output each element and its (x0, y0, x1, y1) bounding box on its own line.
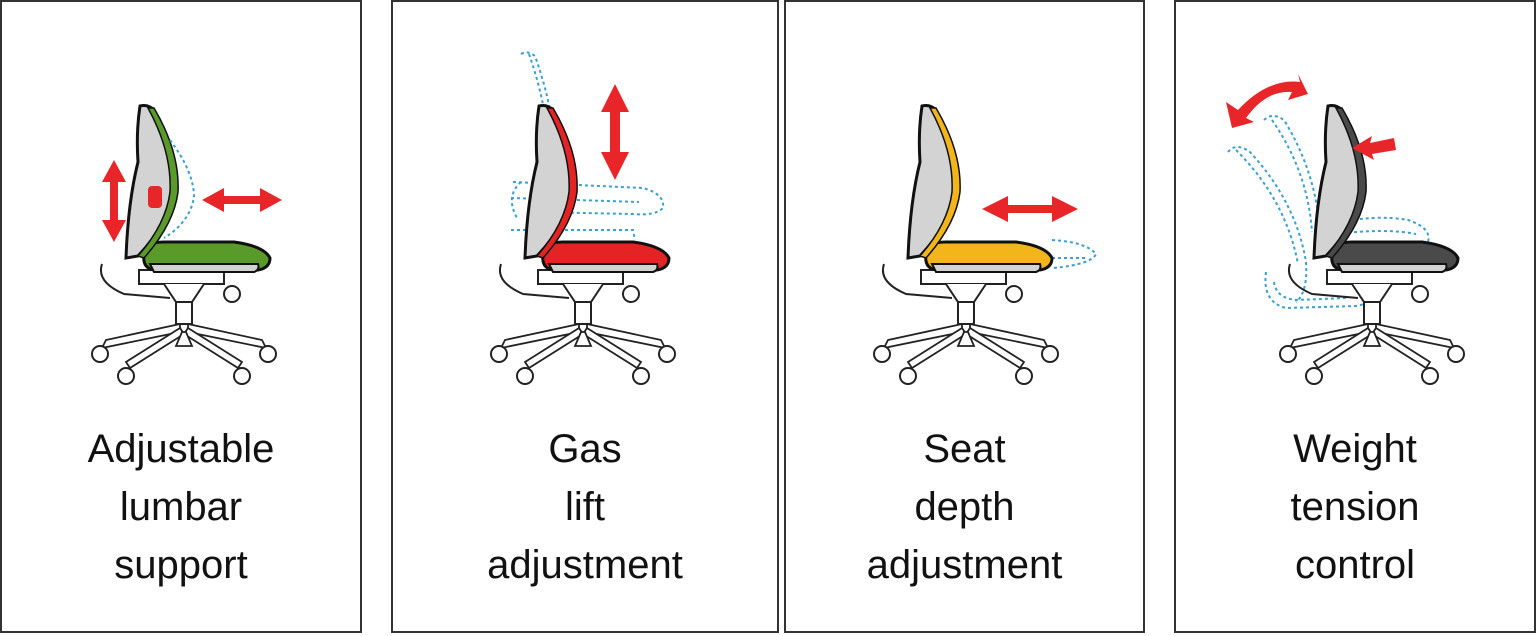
chair-icon (1226, 74, 1465, 385)
caption-line: support (114, 543, 248, 587)
horizontal-double-arrow-icon (202, 188, 282, 212)
caption-line: lumbar (119, 485, 243, 529)
panel-gas-lift-adjustment: Gas lift adjustment (391, 0, 779, 633)
caption-line: adjustment (866, 543, 1063, 587)
vertical-double-arrow-icon (102, 160, 126, 242)
caption-line: lift (565, 485, 605, 529)
left-arrow-icon (1352, 136, 1396, 160)
caption-line: Adjustable (87, 427, 275, 471)
caption-line: depth (914, 485, 1015, 529)
panel-adjustable-lumbar-support: Adjustable lumbar support (0, 0, 362, 633)
caption-line: tension (1290, 485, 1420, 529)
chair-icon (490, 51, 676, 385)
caption: Adjustable lumbar support (2, 420, 360, 594)
chair-icon (91, 104, 282, 385)
caption-line: Weight (1293, 427, 1417, 471)
chair-icon (873, 104, 1098, 385)
caption: Weight tension control (1176, 420, 1534, 594)
caption-line: control (1294, 543, 1416, 587)
panel-weight-tension-control: Weight tension control (1174, 0, 1536, 633)
caption: Seat depth adjustment (786, 420, 1143, 594)
caption-line: Seat (923, 427, 1006, 471)
caption-line: adjustment (487, 543, 683, 587)
curved-double-arrow-icon (1226, 74, 1308, 128)
caption-line: Gas (548, 427, 622, 471)
horizontal-double-arrow-icon (982, 196, 1078, 222)
panel-seat-depth-adjustment: Seat depth adjustment (784, 0, 1145, 633)
caption: Gas lift adjustment (393, 420, 777, 594)
vertical-double-arrow-icon (601, 84, 629, 180)
